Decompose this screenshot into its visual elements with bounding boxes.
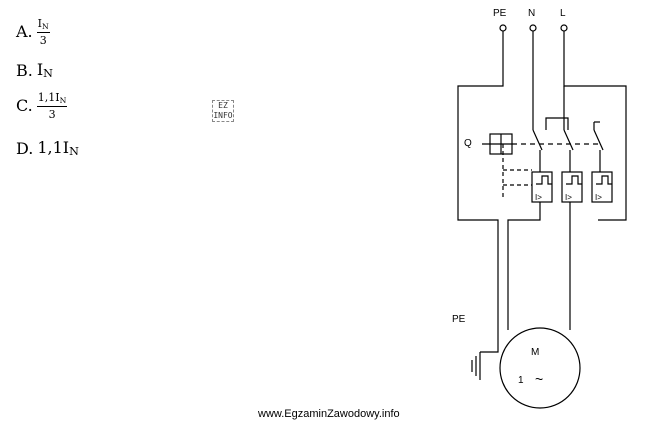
circuit-svg: PE N L Q I> I> I> PE M 1 ~ bbox=[452, 8, 627, 409]
answer-b[interactable]: B. IN bbox=[16, 60, 53, 80]
l-rail bbox=[563, 31, 627, 221]
answer-c[interactable]: C. 1,1IN 3 bbox=[16, 91, 68, 121]
label-overload-1: I> bbox=[535, 193, 542, 202]
label-pe-wire: PE bbox=[452, 314, 466, 325]
label-motor-ac: ~ bbox=[535, 371, 543, 387]
switch-blade-1 bbox=[532, 129, 543, 151]
motor-circle bbox=[499, 327, 581, 409]
motor-feed-1 bbox=[507, 202, 541, 330]
label-motor-phase: 1 bbox=[518, 375, 524, 386]
link-bar bbox=[545, 117, 569, 130]
fraction-denominator: 3 bbox=[48, 107, 56, 121]
overload-block-1 bbox=[531, 171, 553, 203]
circuit-diagram: PE N L Q I> I> I> PE M 1 ~ bbox=[440, 0, 668, 425]
fraction-denominator: 3 bbox=[39, 33, 47, 47]
fraction-numerator: IN bbox=[36, 17, 50, 33]
answer-list: A. IN 3 B. IN C. 1,1IN 3 D. 1,1IN bbox=[16, 0, 216, 170]
label-overload-2: I> bbox=[565, 193, 572, 202]
answer-a[interactable]: A. IN 3 bbox=[16, 18, 50, 46]
answer-value: IN bbox=[36, 60, 53, 80]
pe-terminal bbox=[499, 24, 507, 32]
n-terminal bbox=[529, 24, 537, 32]
answer-value: 1,1IN bbox=[37, 138, 79, 158]
overload-block-3 bbox=[591, 171, 613, 203]
fraction-numerator: 1,1IN bbox=[36, 91, 68, 107]
switch-blade-2 bbox=[563, 129, 574, 151]
l-terminal bbox=[560, 24, 568, 32]
answer-letter: D. bbox=[16, 138, 34, 158]
answer-letter: A. bbox=[16, 22, 33, 42]
switch-blade-3 bbox=[593, 129, 604, 151]
watermark: www.EgzaminZawodowy.info bbox=[258, 408, 400, 420]
label-n-top: N bbox=[528, 8, 535, 19]
pe-rail bbox=[457, 31, 504, 353]
label-overload-3: I> bbox=[595, 193, 602, 202]
label-q: Q bbox=[464, 138, 472, 149]
fraction: 1,1IN 3 bbox=[36, 91, 68, 121]
label-motor-m: M bbox=[531, 347, 539, 358]
label-l-top: L bbox=[560, 8, 566, 19]
ez-info-icon[interactable]: EZ INFO bbox=[212, 100, 234, 122]
answer-letter: C. bbox=[16, 96, 33, 116]
overload-block-2 bbox=[561, 171, 583, 203]
fraction: IN 3 bbox=[36, 17, 50, 47]
label-pe-top: PE bbox=[493, 8, 507, 19]
answer-d[interactable]: D. 1,1IN bbox=[16, 138, 79, 158]
answer-letter: B. bbox=[16, 60, 33, 80]
